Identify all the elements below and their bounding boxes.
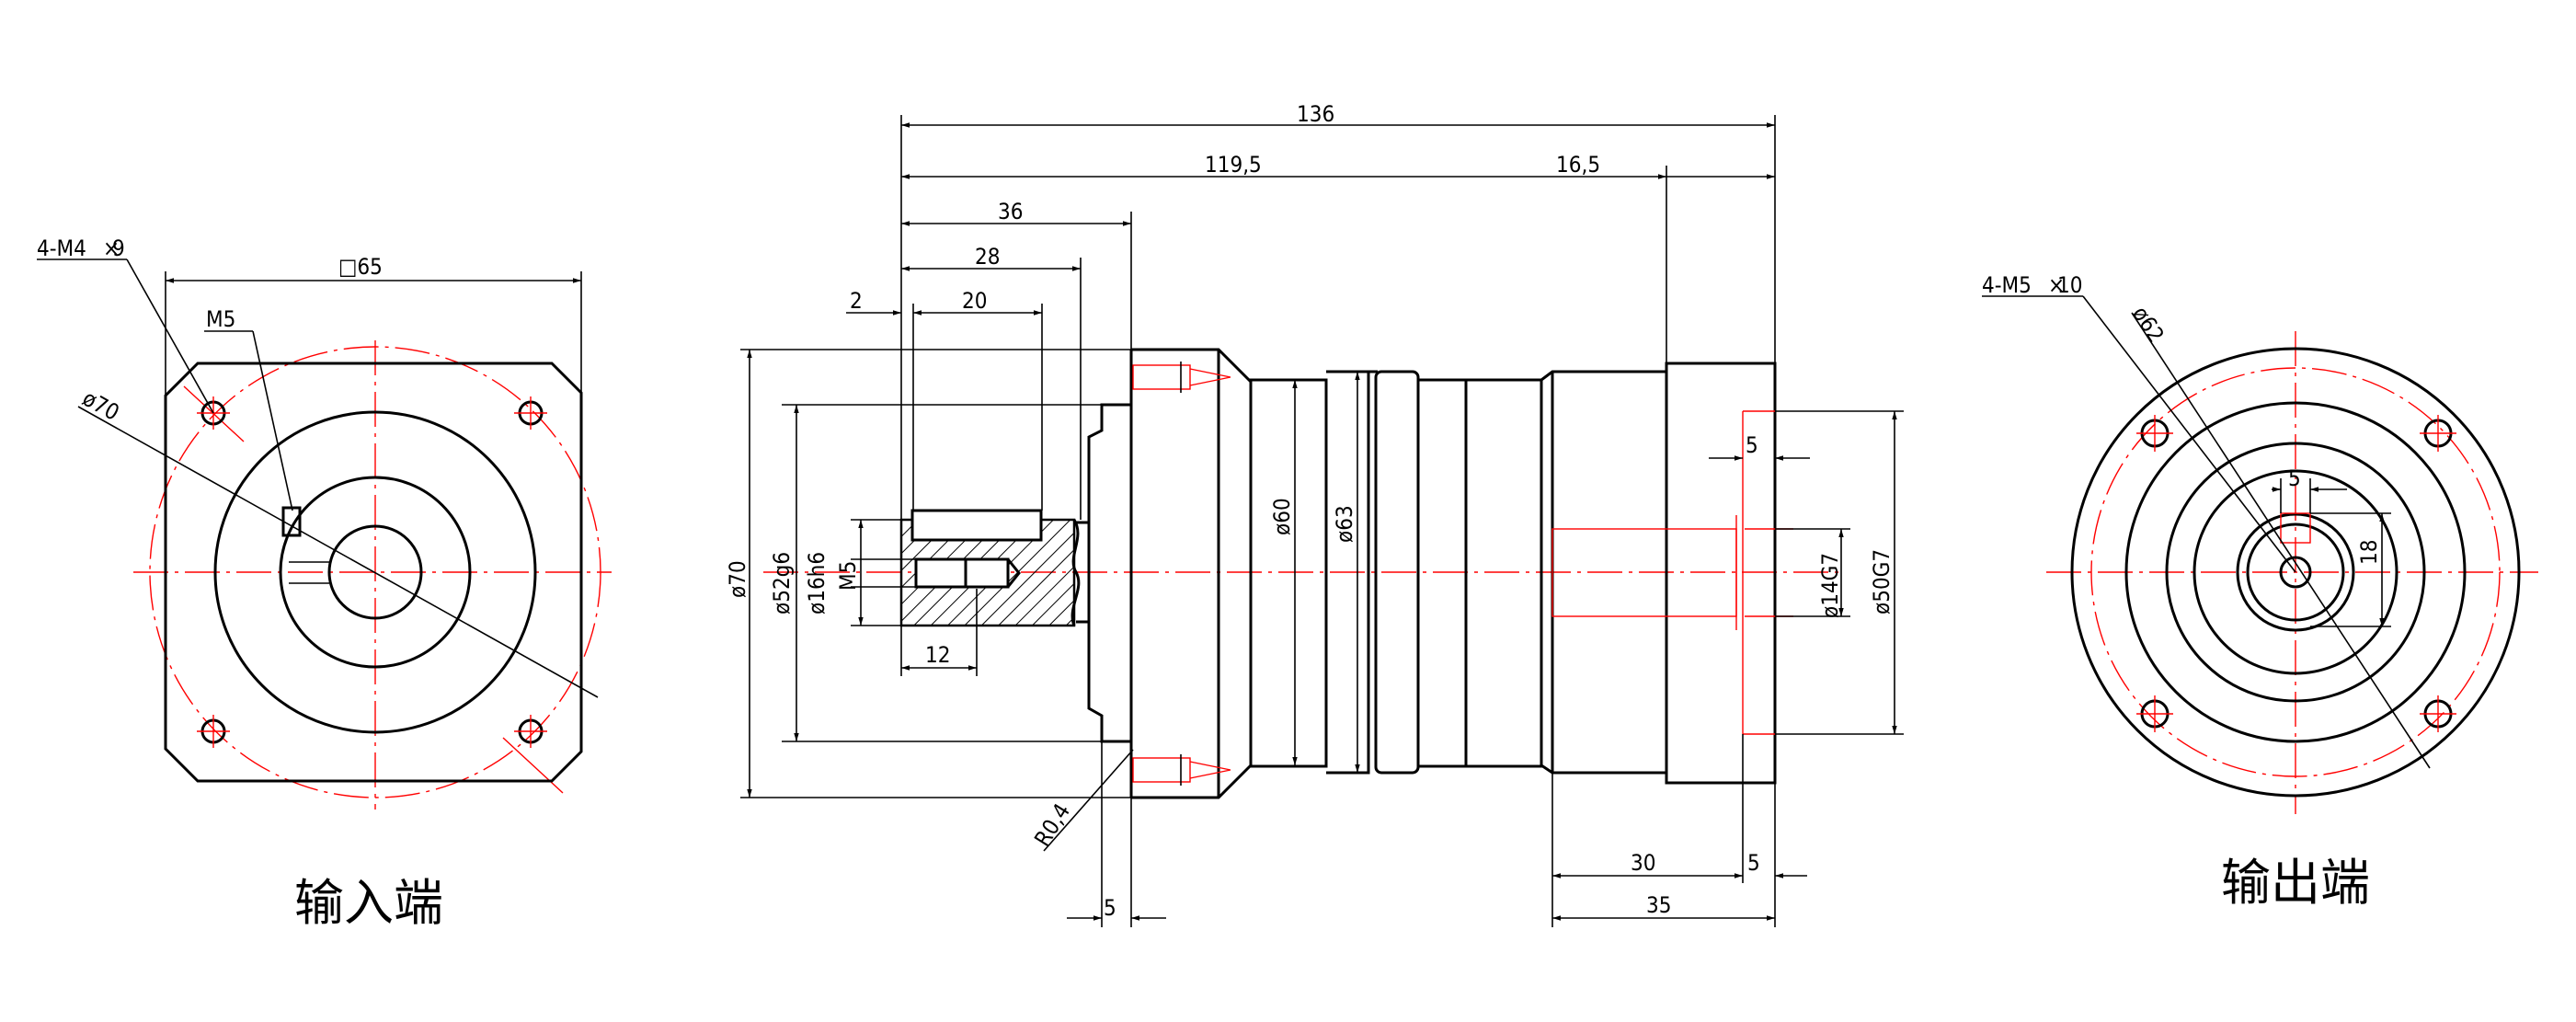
svg-text:×: ×	[2048, 272, 2065, 298]
input-thread-callout: 4-M4	[37, 235, 86, 261]
dim-2: 2	[850, 288, 863, 314]
input-thread-depth: 9	[112, 235, 125, 261]
output-shaft-bore	[2279, 556, 2312, 589]
dim-16-5: 16,5	[1556, 152, 1600, 178]
side-view: 136 119,5 16,5 36 28 2 20 12 ø70	[725, 101, 1904, 927]
dim-d60: ø60	[1269, 498, 1295, 535]
output-key-width: 5	[2288, 465, 2301, 491]
output-thread-depth: 10	[2057, 272, 2082, 298]
input-bore-circle	[279, 476, 472, 669]
input-square-flange	[164, 362, 583, 783]
dim-20: 20	[962, 288, 987, 314]
input-shaft-hole	[327, 524, 423, 620]
gearbox-body	[1249, 362, 1793, 785]
dim-5-flange: 5	[1747, 850, 1760, 876]
svg-text:×: ×	[103, 235, 120, 261]
input-end-view: □65 4-M4 × 9 M5 ø70 输入端	[37, 235, 612, 932]
dim-136: 136	[1297, 101, 1334, 127]
dim-5-bottom: 5	[1104, 895, 1116, 921]
coupling-section	[899, 509, 1081, 627]
dim-m5: M5	[835, 561, 861, 591]
m5-tap	[914, 557, 1010, 589]
input-pcd-label: ø70	[78, 385, 123, 426]
dim-square-65: □65	[338, 254, 383, 280]
dim-d52g6: ø52g6	[769, 552, 795, 614]
dim-d16h6: ø16h6	[804, 552, 830, 614]
output-key-height: 18	[2356, 540, 2382, 565]
dim-119-5: 119,5	[1205, 152, 1262, 178]
dim-d50g7: ø50G7	[1869, 549, 1895, 614]
input-bolt-circle	[149, 346, 601, 798]
input-end-caption: 输入端	[294, 874, 443, 932]
dim-d14g7: ø14G7	[1817, 553, 1843, 618]
dim-28: 28	[975, 244, 1000, 270]
dim-5-key: 5	[1746, 432, 1758, 458]
output-pcd-label: ø62	[2127, 302, 2170, 347]
dim-36: 36	[998, 199, 1023, 224]
side-dimensions: 136 119,5 16,5 36 28 2 20 12 ø70	[725, 101, 1904, 927]
dim-d70: ø70	[725, 560, 750, 598]
keyway	[910, 509, 1043, 542]
input-pilot-circle	[213, 410, 537, 734]
input-m5-label: M5	[206, 306, 235, 332]
output-outer-circle	[2070, 347, 2521, 798]
output-mounting-holes	[2136, 415, 2456, 732]
output-flange	[1665, 362, 1777, 785]
output-end-view: 5 18 4-M5 × 10 ø62 输出端	[1982, 272, 2538, 912]
output-thread-callout: 4-M5	[1982, 272, 2032, 298]
dim-30: 30	[1631, 850, 1655, 876]
dim-r0-4: R0,4	[1029, 799, 1075, 852]
output-end-caption: 输出端	[2221, 854, 2370, 912]
dim-35: 35	[1646, 892, 1671, 918]
input-flange-section	[1076, 348, 1253, 799]
dim-d63: ø63	[1332, 505, 1357, 543]
output-keyway	[2280, 512, 2311, 544]
output-bolt-circle	[2090, 367, 2501, 777]
dim-12: 12	[925, 642, 950, 668]
